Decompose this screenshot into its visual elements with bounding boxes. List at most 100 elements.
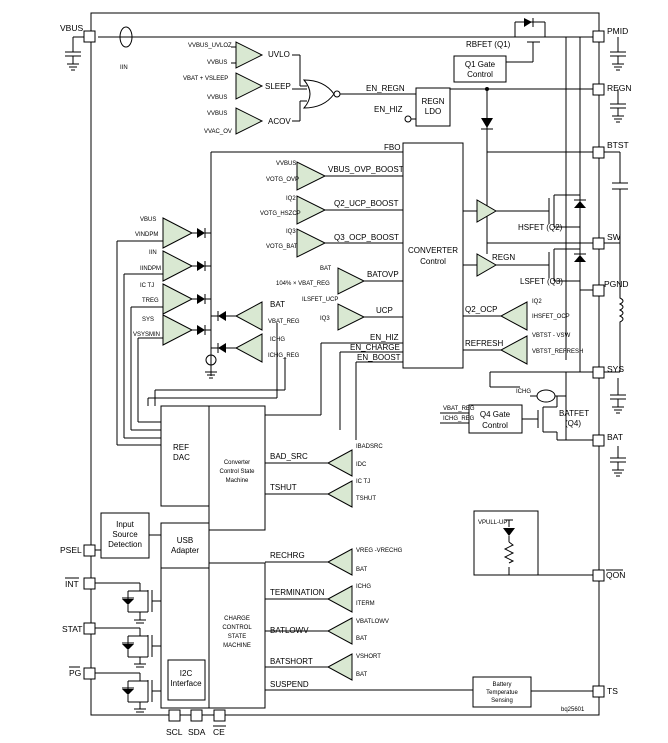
part-number: bq25601 bbox=[561, 707, 585, 713]
ref-dac-text1: REF bbox=[173, 443, 189, 452]
isd-text1: Input bbox=[116, 520, 135, 529]
termination-label: TERMINATION bbox=[270, 588, 325, 597]
q2ucp-in2: VOTG_HSZCP bbox=[260, 211, 301, 217]
batovp-label: BATOVP bbox=[367, 270, 399, 279]
bottom-pins bbox=[168, 709, 226, 722]
q3ocp-in1: IQ3 bbox=[286, 229, 296, 235]
en-boost-label: EN_BOOST bbox=[357, 353, 401, 362]
qon-pullup-block bbox=[473, 510, 539, 576]
en-charge-label: EN_CHARGE bbox=[350, 343, 400, 352]
pullup-label: VPULL-UP bbox=[478, 520, 507, 526]
inductor bbox=[618, 243, 624, 372]
uvlo-in1: VVBUS_UVLOZ bbox=[188, 43, 232, 49]
q3ocp-in2: VOTG_BAT bbox=[266, 244, 298, 250]
a4-in1: SYS bbox=[142, 317, 154, 323]
term-comp bbox=[326, 585, 353, 613]
batshort-in2: BAT bbox=[356, 672, 368, 678]
uvlo-in2: VVBUS bbox=[207, 60, 227, 66]
usb-text2: Adapter bbox=[171, 546, 199, 555]
bat-fb-label: BAT bbox=[270, 300, 285, 309]
pin-ts: TS bbox=[607, 686, 618, 696]
ucp-in2: IQ3 bbox=[320, 316, 330, 322]
batfet-transistor bbox=[537, 396, 558, 440]
en-hiz2-label: EN_HIZ bbox=[370, 333, 399, 342]
open-drain-fets bbox=[95, 582, 161, 713]
chip-boundary bbox=[90, 12, 600, 716]
ground-ref bbox=[205, 354, 217, 379]
batlowv-in2: BAT bbox=[356, 636, 368, 642]
vbus-cap bbox=[65, 36, 84, 71]
ichg-q4-label: ICHG bbox=[516, 389, 531, 395]
pin-vbus: VBUS bbox=[60, 23, 83, 33]
bad-src-label: BAD_SRC bbox=[270, 452, 308, 461]
q1-gate-control-block bbox=[453, 55, 507, 83]
battery-temp-sensing-block bbox=[472, 676, 532, 708]
pin-pgnd: PGND bbox=[604, 279, 629, 289]
en-regn-label: EN_REGN bbox=[366, 84, 405, 93]
ichg-fb-amp bbox=[234, 333, 263, 363]
pin-regn: REGN bbox=[607, 83, 632, 93]
ichg-reg-q4-label: ICHG_REG bbox=[443, 416, 475, 422]
batshort-in1: VSHORT bbox=[356, 654, 381, 660]
term-in2: ITERM bbox=[356, 601, 375, 607]
isd-text2: Source bbox=[112, 530, 138, 539]
vbus-ovp-in1: VVBUS bbox=[276, 161, 296, 167]
usb-text1: USB bbox=[177, 536, 193, 545]
isd-text3: Detection bbox=[108, 540, 142, 549]
pin-qon: QON bbox=[606, 570, 625, 580]
badsrc-comp bbox=[326, 449, 353, 477]
acov-in1: VVBUS bbox=[207, 111, 227, 117]
ccsm2-text4: MACHINE bbox=[223, 643, 251, 649]
ichg-label: ICHG bbox=[270, 337, 285, 343]
converter-text2: Control bbox=[420, 257, 446, 266]
i2c-text2: Interface bbox=[170, 679, 202, 688]
right-pins bbox=[592, 30, 605, 698]
ccsm-text1: Converter bbox=[224, 460, 250, 466]
ichg-reg-label: ICHG_REG bbox=[268, 353, 300, 359]
rechrg-in2: BAT bbox=[356, 567, 368, 573]
batshort-label: BATSHORT bbox=[270, 657, 313, 666]
pin-int: INT bbox=[65, 579, 79, 589]
rechrg-in1: VREG -VRECHG bbox=[356, 548, 403, 554]
a1-in2: VINDPM bbox=[135, 232, 158, 238]
q1-gate-text2: Control bbox=[467, 70, 493, 79]
tshut-in1: IC TJ bbox=[356, 479, 370, 485]
batovp-comp bbox=[337, 267, 366, 295]
amp-tj bbox=[162, 283, 194, 315]
pin-sda: SDA bbox=[188, 727, 206, 737]
sleep-label: SLEEP bbox=[265, 82, 291, 91]
batovp-in1: 104% × VBAT_REG bbox=[276, 281, 330, 287]
refresh-in2: VBTST_REFRESH bbox=[532, 349, 583, 355]
ccsm2-text3: STATE bbox=[228, 634, 246, 640]
bt-text2: Temperatue bbox=[486, 690, 518, 696]
vbus-ovp-comp bbox=[296, 161, 327, 191]
amp-sys bbox=[162, 314, 194, 346]
term-in1: ICHG bbox=[356, 584, 371, 590]
vbat-reg-label: VBAT_REG bbox=[268, 319, 300, 325]
ucp-comp bbox=[337, 303, 366, 331]
ccsm-text2: Control State bbox=[219, 469, 255, 475]
vbus-ovp-boost-label: VBUS_OVP_BOOST bbox=[328, 165, 404, 174]
nor-gate bbox=[302, 79, 335, 109]
hsfet-label: HSFET (Q2) bbox=[518, 223, 563, 232]
a4-in2: VSYSMIN bbox=[133, 332, 160, 338]
tshut-label: TSHUT bbox=[270, 483, 297, 492]
a2-in1: IIN bbox=[149, 250, 157, 256]
q2ocp-in2: IHSFET_OCP bbox=[532, 314, 570, 320]
badsrc-in2: IDC bbox=[356, 462, 367, 468]
left-pins bbox=[83, 544, 96, 680]
batfet-label: BATFET bbox=[559, 409, 589, 418]
pin-bat: BAT bbox=[607, 432, 623, 442]
refresh-label: REFRESH bbox=[465, 339, 503, 348]
bt-text3: Sensing bbox=[491, 698, 513, 704]
rbfet-transistor bbox=[514, 18, 546, 55]
amp-iin bbox=[162, 250, 194, 282]
bat-fb-amp bbox=[234, 301, 263, 331]
lsfet-label: LSFET (Q3) bbox=[520, 277, 563, 286]
iin-current-sense bbox=[119, 26, 133, 48]
q2-ucp-boost-label: Q2_UCP_BOOST bbox=[334, 199, 399, 208]
i2c-interface-block bbox=[167, 659, 206, 701]
regn-ldo-text1: REGN bbox=[421, 97, 444, 106]
